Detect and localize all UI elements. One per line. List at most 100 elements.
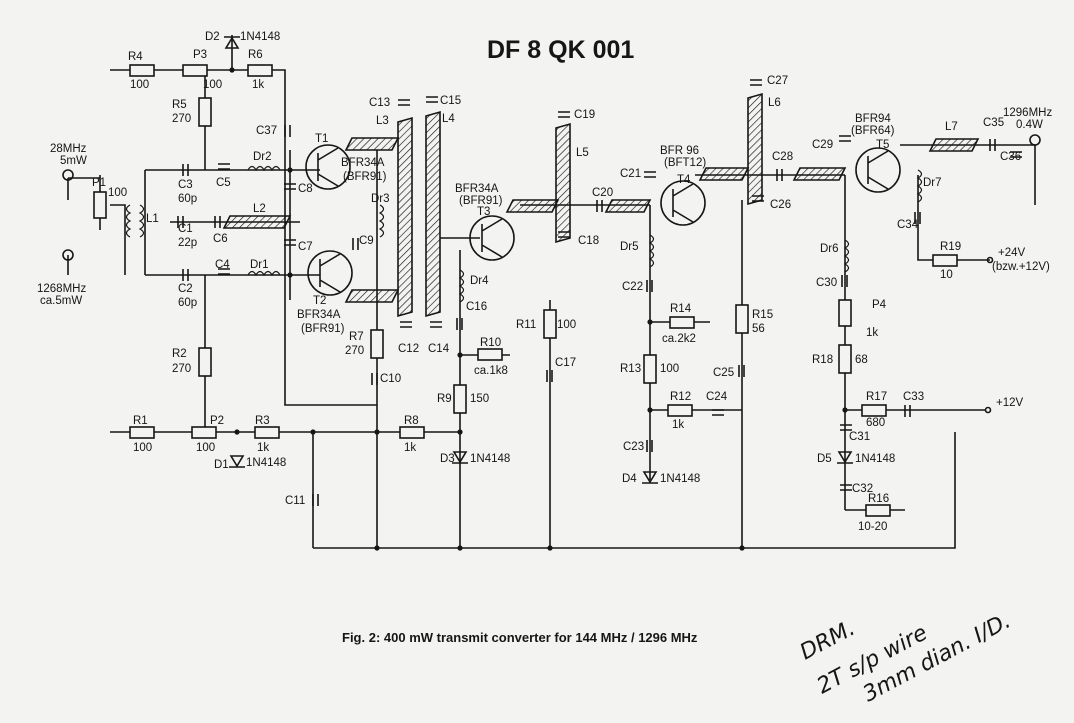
label-c6: C6 [213,233,228,245]
value-r1: 100 [133,442,152,454]
capacitor-c30 [841,275,848,287]
capacitor-c34 [914,212,921,224]
resistor-r13 [643,354,657,384]
stripline-t2 [344,289,400,303]
stripline-l3 [397,116,413,318]
wiring [67,35,1036,549]
diode-d1 [229,455,245,468]
transistor-t3 [469,215,515,261]
label-c15: C15 [440,95,461,107]
label-p4: P4 [872,299,887,311]
stripline-c20 [604,199,652,213]
label-dr7: Dr7 [923,177,942,189]
label-c26: C26 [770,199,791,211]
diode-d3 [452,451,468,464]
label-out-power: 0.4W [1016,119,1043,131]
capacitor-c14 [430,321,442,328]
label-r8: R8 [404,415,419,427]
value-r7: 270 [345,345,364,357]
value-p3: 100 [203,79,222,91]
label-r9: R9 [437,393,452,405]
label-r18: R18 [812,354,833,366]
label-r17: R17 [866,391,887,403]
label-r5: R5 [172,99,187,111]
diagram-title: DF 8 QK 001 [487,36,634,64]
alt-t3: (BFR91) [459,195,503,207]
label-c21: C21 [620,168,641,180]
input-28mhz-jack [62,169,74,181]
component-labels: R4 100 P3 100 D2 1N4148 R6 1k R5 270 C37… [92,31,1021,533]
potentiometer-p3 [182,64,208,77]
label-r1: R1 [133,415,148,427]
terminal-12v [984,406,992,414]
label-c7: C7 [298,241,313,253]
capacitor-c28 [776,169,783,181]
coil-dr1 [247,270,281,277]
resistor-r9 [453,384,467,414]
label-r6: R6 [248,49,263,61]
resistor-r3 [254,426,280,439]
transistor-t4 [660,180,706,226]
capacitor-c3 [182,164,189,176]
value-r10: ca.1k8 [474,365,508,377]
value-c3: 60p [178,193,197,205]
input-1268mhz-jack [62,249,74,261]
label-c12: C12 [398,343,419,355]
stripline-c28 [792,167,847,181]
label-dr3: Dr3 [371,193,390,205]
resistor-r1 [129,426,155,439]
capacitor-c32 [840,484,852,491]
label-c27: C27 [767,75,788,87]
label-24v-alt: (bzw.+12V) [992,261,1050,273]
output-1296mhz-jack [1029,134,1041,146]
capacitor-c17 [546,370,553,382]
value-p1: 100 [108,187,127,199]
value-t1: BFR34A [341,157,385,169]
value-r17: 680 [866,417,885,429]
resistor-r11 [543,309,557,339]
label-c5: C5 [216,177,231,189]
capacitor-c35 [989,139,996,151]
value-c2: 60p [178,297,197,309]
coil-dr2 [247,165,281,172]
label-dr4: Dr4 [470,275,489,287]
label-24v: +24V [998,247,1026,259]
transistor-t1 [305,144,351,190]
label-r4: R4 [128,51,143,63]
capacitor-c31 [840,424,852,431]
label-c37: C37 [256,125,277,137]
coil-l1-primary [125,204,132,238]
label-c25: C25 [713,367,734,379]
value-d5: 1N4148 [855,453,895,465]
capacitor-c27 [750,79,762,86]
capacitor-c18 [558,231,570,238]
potentiometer-p2 [191,426,217,439]
label-c1: C1 [178,223,193,235]
label-p2: P2 [210,415,224,427]
label-c10: C10 [380,373,401,385]
label-t4: T4 [677,174,691,186]
resistors [93,64,958,517]
alt-t2: (BFR91) [301,323,345,335]
label-r11: R11 [516,319,536,331]
value-t2: BFR34A [297,309,341,321]
resistor-r12 [667,404,693,417]
label-d2: D2 [205,31,220,43]
capacitor-c29 [839,135,851,142]
diodes [224,36,853,484]
capacitor-c16 [456,318,463,330]
label-c23: C23 [623,441,644,453]
resistor-r6 [247,64,273,77]
label-t5: T5 [876,139,889,151]
label-l5: L5 [576,147,589,159]
label-r7: R7 [349,331,364,343]
diode-d2 [224,36,240,49]
label-c24: C24 [706,391,728,403]
label-d4: D4 [622,473,637,485]
label-c19: C19 [574,109,595,121]
capacitor-c1 [177,216,184,228]
capacitor-c20 [596,200,603,212]
label-r13: R13 [620,363,641,375]
